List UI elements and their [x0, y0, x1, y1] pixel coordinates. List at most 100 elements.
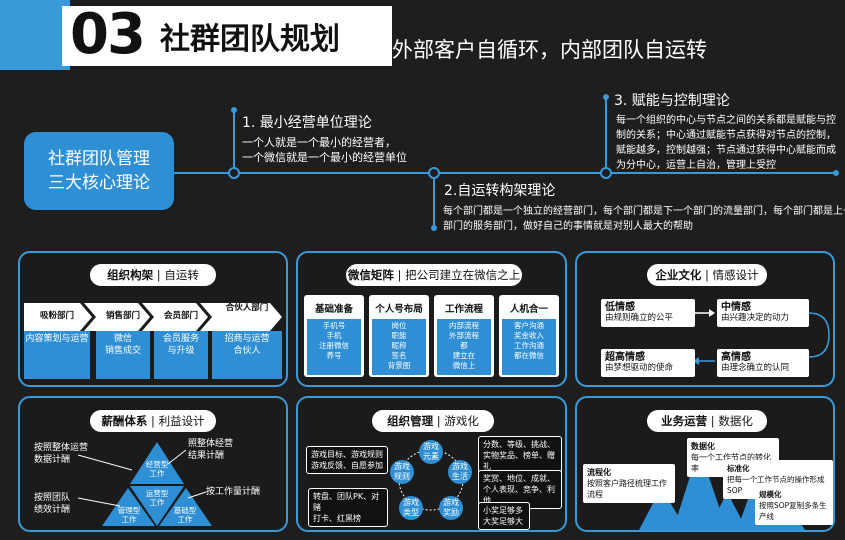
ops-item-desc: 按照SOP复制多条生产线 — [759, 501, 827, 521]
theory-3-line: 每一个组织的中心与节点之间的关系都是赋能与控 — [616, 115, 836, 126]
pyramid-label-line: 运营型 — [145, 489, 169, 498]
timeline-svg — [174, 94, 839, 231]
game-node-line: 游戏 — [403, 498, 419, 507]
pyramid-label-line: 经营型 — [145, 460, 169, 469]
wechat-col-head: 基础准备 — [314, 304, 353, 315]
theory-2-title: 2.自运转构架理论 — [444, 183, 556, 199]
panel-wechat-matrix: 微信矩阵 | 把公司建立在微信之上 基础准备 手机号 手机 注册微信 养号 个人… — [296, 251, 567, 387]
culture-item-desc: 由规则确立的公平 — [605, 313, 674, 323]
wechat-col-head: 工作流程 — [444, 304, 483, 315]
panel-title-text: 企业文化 — [655, 268, 702, 282]
panel-subtitle-text: 自运转 — [164, 268, 199, 282]
org-step-desc: 微信 销售成交 — [96, 333, 150, 357]
wechat-item: 工作沟通 — [514, 341, 544, 350]
panel-culture-title: 企业文化 | 情感设计 — [647, 264, 767, 286]
wechat-item: 职能 — [391, 331, 407, 340]
game-box-line: 个人表现、竞争、利他 — [483, 485, 555, 505]
panel-title-text: 业务运营 — [661, 414, 708, 428]
wechat-col-head: 人机合一 — [509, 304, 548, 315]
theory-3-line: 为分中心，运营上自治，管理上受控 — [616, 160, 776, 171]
wechat-col-items: 岗位 职能 昵称 签名 背景图 — [372, 319, 426, 375]
section-number: 03 — [70, 2, 146, 67]
panel-salary-title: 薪酬体系 | 利益设计 — [90, 410, 216, 432]
wechat-col-items: 手机号 手机 注册微信 养号 — [307, 319, 361, 375]
salary-right-label: 照整体经营 结果计酬 — [188, 438, 233, 462]
core-line-1: 社群团队管理 — [48, 149, 150, 169]
game-box-line: 打卡、红黑榜 — [313, 514, 361, 523]
panel-subtitle-text: 游戏化 — [444, 414, 479, 428]
ops-item-desc: 按照客户路径梳理工作流程 — [587, 479, 667, 499]
game-box-line: 实物奖品、榜单、赠礼 — [483, 451, 555, 471]
org-step-desc-line: 合伙人 — [233, 346, 261, 356]
panel-operations: 业务运营 | 数据化 流程化 按照客户路径梳理工作流程 数据化 每一个工作节点的… — [575, 396, 835, 532]
game-box-line: 游戏反馈、自愿参加 — [311, 461, 383, 470]
wechat-item: 都在微信 — [514, 351, 544, 360]
game-box-line: 大奖足够大 — [483, 517, 523, 526]
pyramid-label-line: 工作 — [121, 515, 137, 524]
wechat-item: 昵称 — [391, 341, 407, 350]
pyramid-label-line: 基础型 — [173, 506, 197, 515]
culture-item-desc: 由兴趣决定的动力 — [721, 313, 790, 323]
panel-title-text: 薪酬体系 — [101, 414, 148, 428]
pyramid-label-line: 工作 — [149, 469, 165, 478]
theory-1-line: 一个人就是一个最小的经营者， — [242, 136, 396, 149]
game-node-line: 元素 — [423, 452, 439, 461]
theory-3-line: 制的关系；中心通过赋能节点获得对节点的控制， — [616, 130, 836, 141]
ops-item-desc: 每一个工作节点的转化率 — [691, 453, 771, 473]
header-accent-block — [0, 0, 70, 70]
theory-2-line: 部门的服务部门，做好自己的事情就是对别人最大的帮助 — [443, 221, 693, 232]
org-step-desc-line: 微信 — [113, 334, 132, 344]
game-node: 游戏元素 — [419, 440, 443, 464]
panel-wechat-title: 微信矩阵 | 把公司建立在微信之上 — [346, 264, 522, 286]
theory-3-title: 3. 赋能与控制理论 — [614, 93, 730, 109]
salary-left-label: 按照整体运营 数据计酬 — [34, 442, 88, 466]
game-box: 转盘、团队PK、对赌 打卡、红黑榜 — [308, 488, 388, 527]
panel-org-title: 组织构架 | 自运转 — [90, 264, 216, 286]
game-node-line: 游戏 — [423, 442, 439, 451]
ops-item: 流程化 按照客户路径梳理工作流程 — [583, 464, 675, 503]
wechat-item: 签名 — [391, 351, 407, 360]
org-step-desc: 内容策划与运营 — [25, 334, 89, 344]
core-line-2: 三大核心理论 — [48, 173, 150, 193]
game-box-line: 奖赏、地位、成就、 — [483, 474, 555, 483]
culture-item-desc: 由梦想驱动的使命 — [605, 363, 674, 373]
salary-label-line: 绩效计酬 — [34, 505, 71, 515]
culture-item-name: 超高情感 — [605, 352, 645, 363]
theory-3-line: 赋能越多，控制越强；节点通过获得中心赋能而成 — [616, 145, 836, 156]
salary-label-line: 结果计酬 — [188, 451, 225, 461]
game-box-line: 分数、等级、挑战、 — [483, 440, 555, 449]
theory-1: 1. 最小经营单位理论 一个人就是一个最小的经营者， 一个微信就是一个最小的经营… — [242, 112, 407, 165]
game-node: 游戏规则 — [390, 460, 414, 484]
panel-game-title: 组织管理 | 游戏化 — [372, 410, 494, 432]
pyramid-label-line: 工作 — [149, 498, 165, 507]
wechat-col-head: 个人号布局 — [375, 304, 423, 315]
ops-item-desc: 把每一个工作节点的操作形成SOP — [727, 475, 825, 495]
wechat-item: 都 — [460, 341, 468, 350]
game-node-line: 生活 — [452, 472, 468, 481]
wechat-item: 养号 — [326, 351, 342, 360]
game-node: 游戏类型 — [399, 496, 423, 520]
panel-subtitle-text: 情感设计 — [712, 268, 759, 282]
game-node-line: 类型 — [403, 508, 419, 517]
ops-item-name: 流程化 — [587, 468, 611, 477]
culture-item: 低情感 由规则确立的公平 — [601, 299, 695, 327]
org-step-name: 吸粉部门 — [39, 311, 74, 321]
panel-subtitle-text: 数据化 — [718, 414, 753, 428]
game-node-line: 游戏 — [443, 498, 459, 507]
org-step-desc-line: 招商与运营 — [224, 334, 270, 344]
org-step-name: 会员部门 — [163, 311, 198, 321]
culture-item: 超高情感 由梦想驱动的使命 — [601, 349, 695, 377]
org-step-desc: 会员服务 与升级 — [154, 333, 208, 357]
salary-label-line: 按照团队 — [34, 493, 71, 503]
ops-item-name: 规模化 — [759, 490, 782, 499]
wechat-item: 建立在 — [452, 351, 476, 360]
pyramid-top: 经营型 工作 — [137, 460, 177, 478]
ops-item: 规模化 按照SOP复制多条生产线 — [755, 486, 833, 525]
panel-title-text: 组织管理 — [387, 414, 434, 428]
org-step-name: 销售部门 — [105, 311, 140, 321]
page-title: 社群团队规划 — [160, 22, 340, 57]
game-box-line: 转盘、团队PK、对赌 — [313, 492, 380, 512]
theory-3: 3. 赋能与控制理论 每一个组织的中心与节点之间的关系都是赋能与控 制的关系；中… — [614, 90, 836, 173]
theory-1-title: 1. 最小经营单位理论 — [242, 115, 372, 131]
theory-1-line: 一个微信就是一个最小的经营单位 — [242, 151, 407, 164]
